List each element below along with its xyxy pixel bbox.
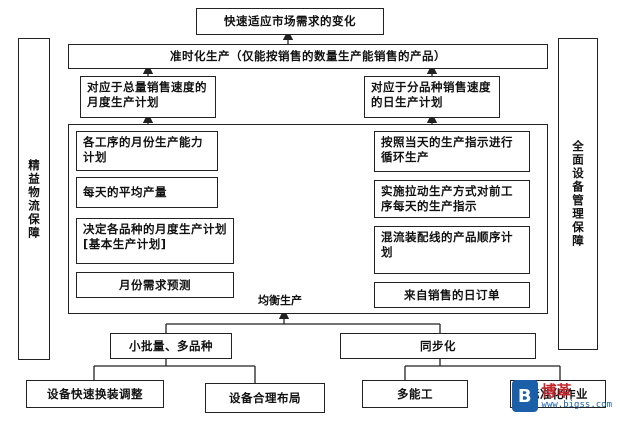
left-support-text: 精益物流保障 [27, 158, 41, 240]
right-column-header: 对应于分品种销售速度的日生产计划 [364, 76, 500, 118]
logo-mark-icon: B [512, 380, 538, 412]
logo-text: 博革 [541, 382, 572, 400]
jit-text: 准时化生产（仅能按销售的数量生产能销售的产品） [170, 49, 446, 63]
sync-text: 同步化 [420, 338, 456, 353]
left-step-1: 各工序的月份生产能力计划 [76, 131, 218, 171]
foundation-multiskill: 多能工 [362, 380, 468, 408]
small-batch-box: 小批量、多品种 [110, 333, 232, 359]
right-step-4: 来自销售的日订单 [374, 282, 530, 308]
foundation-quick-changeover-text: 设备快速换装调整 [47, 386, 143, 401]
jit-box: 准时化生产（仅能按销售的数量生产能销售的产品） [68, 44, 548, 69]
left-column-header-text: 对应于总量销售速度的月度生产计划 [87, 80, 207, 109]
left-column-header: 对应于总量销售速度的月度生产计划 [80, 76, 216, 118]
left-step-2: 每天的平均产量 [76, 177, 218, 208]
left-step-3-text: 决定各品种的月度生产计划[基本生产计划] [83, 222, 227, 251]
watermark-logo: B 博革 www.bigss.com [512, 376, 612, 416]
foundation-standard-work-text: 标准化作业 [528, 386, 588, 401]
balanced-production-label: 均衡生产 [258, 294, 302, 307]
right-support-text: 全面设备管理保障 [571, 140, 585, 248]
right-step-1: 按照当天的生产指示进行循环生产 [374, 131, 530, 172]
top-goal-box: 快速适应市场需求的变化 [196, 8, 384, 35]
foundation-quick-changeover: 设备快速换装调整 [26, 380, 164, 408]
right-column-header-text: 对应于分品种销售速度的日生产计划 [371, 80, 491, 109]
sync-box: 同步化 [340, 333, 536, 359]
left-step-4-text: 月份需求预测 [119, 277, 191, 292]
small-batch-text: 小批量、多品种 [129, 338, 213, 353]
right-step-2: 实施拉动生产方式对前工序每天的生产指示 [374, 180, 530, 218]
right-support-box: 全面设备管理保障 [558, 38, 598, 350]
top-goal-text: 快速适应市场需求的变化 [224, 14, 356, 28]
right-step-2-text: 实施拉动生产方式对前工序每天的生产指示 [381, 184, 513, 213]
foundation-layout-text: 设备合理布局 [229, 390, 301, 405]
left-step-3: 决定各品种的月度生产计划[基本生产计划] [76, 218, 234, 264]
foundation-layout: 设备合理布局 [205, 383, 325, 413]
left-support-box: 精益物流保障 [18, 38, 50, 360]
left-step-4: 月份需求预测 [76, 272, 234, 298]
right-step-4-text: 来自销售的日订单 [404, 287, 500, 302]
right-step-1-text: 按照当天的生产指示进行循环生产 [381, 135, 513, 164]
logo-url: www.bigss.com [541, 400, 612, 410]
foundation-multiskill-text: 多能工 [397, 386, 433, 401]
right-step-3-text: 混流装配线的产品顺序计划 [381, 230, 513, 259]
left-step-2-text: 每天的平均产量 [83, 185, 167, 199]
left-step-1-text: 各工序的月份生产能力计划 [83, 135, 203, 164]
right-step-3: 混流装配线的产品顺序计划 [374, 226, 530, 274]
